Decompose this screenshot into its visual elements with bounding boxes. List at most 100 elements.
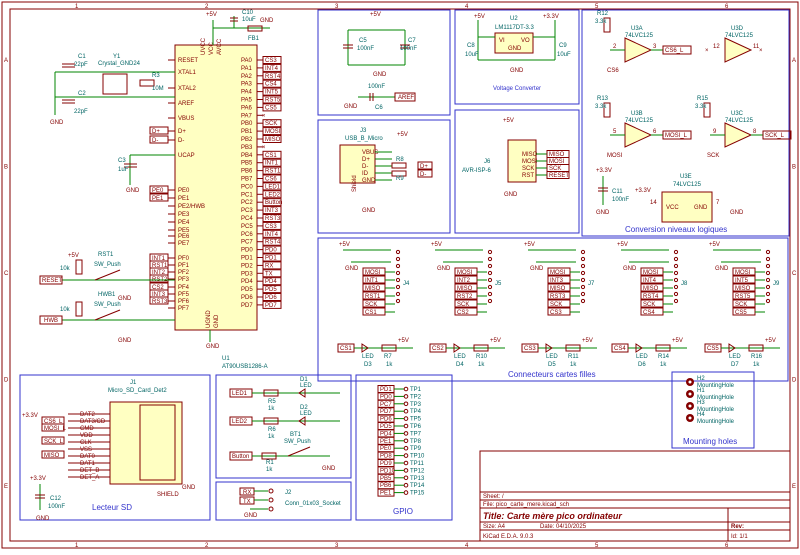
- c9-val: 10uF: [557, 52, 571, 58]
- mcu-left-label: RST1: [152, 263, 168, 269]
- mounting-hole-center: [688, 416, 692, 420]
- connector-gnd: GND: [345, 266, 359, 272]
- led-val: LED: [454, 354, 466, 360]
- isp-pin-name: MISO: [522, 152, 538, 158]
- gnd-hwb: GND: [118, 338, 132, 344]
- mcu-right-pin-name: PD6: [241, 295, 253, 301]
- zone-row-right: B: [792, 165, 796, 171]
- zone-row-left: E: [4, 484, 8, 490]
- zone-col-bottom: 4: [465, 543, 469, 549]
- ui-led-net: LED1: [232, 391, 248, 397]
- u3e-ref: U3E: [680, 174, 692, 180]
- mcu-left-pin-name: PE1: [178, 196, 190, 202]
- mcu-right-label-box: [262, 277, 282, 286]
- mcu-right-label-box: [262, 71, 282, 80]
- connector-label: MOSI: [643, 270, 659, 276]
- gpio-tp: TP13: [410, 476, 425, 482]
- led-resistor: [655, 344, 671, 352]
- mcu-right-label-box: [262, 182, 282, 191]
- led-5v: +5V: [398, 338, 409, 344]
- c6-val: 100nF: [368, 84, 385, 90]
- mounting-ref: H1: [697, 388, 705, 394]
- led-symbol: [453, 343, 461, 353]
- sd-pin-name: CMD: [80, 426, 94, 432]
- ui-led-r-val: 1k: [268, 406, 275, 412]
- mcu-right-pin-name: PB4: [241, 153, 253, 159]
- mcu-right-label-box: [262, 214, 282, 222]
- gpio-tp: TP1: [410, 387, 422, 393]
- mcu-right-label-box: [262, 221, 282, 230]
- connector-ref: J4: [403, 281, 410, 287]
- connector-pin: [580, 263, 586, 269]
- connector-label: INT1: [365, 278, 379, 284]
- gpio-tp: TP5: [410, 417, 422, 423]
- buffer-ref: U3B: [631, 111, 643, 117]
- mcu-left-pin-name: PE7: [178, 241, 190, 247]
- gpio-tp: TP14: [410, 483, 425, 489]
- buffer-gate: [724, 122, 753, 148]
- buffer-pin-out: 6: [653, 129, 657, 135]
- tb-id: Id: 1/1: [731, 534, 748, 540]
- mcu-right-label: PD0: [265, 248, 277, 254]
- connector-pin: [580, 256, 586, 262]
- connector-pin: [765, 298, 771, 304]
- connector-pin: [487, 298, 493, 304]
- gpio-label: PC7: [380, 402, 392, 408]
- connector-pin: [580, 270, 586, 276]
- mcu-pins: RESETXTAL1XTAL2AREFVBUSD+D+D-D-UCAPPE0PE…: [149, 37, 282, 328]
- sd-body: [109, 401, 183, 485]
- led-symbol: [728, 343, 736, 353]
- gpio-testpoint: [403, 431, 409, 436]
- zone-row-left: B: [4, 165, 8, 171]
- gpio-label: PD10: [380, 468, 396, 474]
- connector-pin: [487, 249, 493, 255]
- gnd-rst: GND: [118, 296, 132, 302]
- mcu-left-label: D+: [152, 129, 160, 135]
- mcu-left-pin-name: PE4: [178, 220, 190, 226]
- connector-gnd: GND: [623, 266, 637, 272]
- buffer-pin-in: 12: [713, 44, 720, 50]
- mounting-holes: H2MountingHoleH1MountingHoleH3MountingHo…: [686, 376, 735, 425]
- mcu-right-pin-name: PA2: [241, 74, 253, 80]
- u3e-body: [661, 191, 713, 223]
- r8-ref: R8: [396, 157, 404, 163]
- zone-col-bottom: 6: [725, 543, 729, 549]
- buffer-r-val: 3.3k: [595, 19, 607, 25]
- connector-pin: [765, 249, 771, 255]
- sd-pin-name: DAT0: [80, 454, 96, 460]
- mcu-value: AT90USB1286-A: [222, 364, 268, 370]
- ui-led-ref: D1: [300, 377, 308, 383]
- mcu-right-pin-name: PC0: [241, 184, 253, 190]
- mounting-hole-center: [688, 404, 692, 408]
- mcu-right-label: MOSI: [265, 129, 281, 135]
- mcu-right-label: LED1: [265, 184, 281, 190]
- mcu-right-label: SCK: [265, 121, 277, 127]
- gpio-tp: TP11: [410, 461, 425, 467]
- mcu-left-label-box: [149, 296, 169, 305]
- p5v-r4: +5V: [68, 253, 79, 259]
- mcu-left-pin-name: PE6: [178, 234, 190, 240]
- led-r-val: 1k: [753, 362, 760, 368]
- led-resistor: [565, 344, 581, 352]
- mcu-right-pin-name: PD2: [241, 263, 253, 269]
- connector-pin: [580, 291, 586, 297]
- mcu-left-pin-name: VBUS: [178, 116, 194, 122]
- mcu-right-pin-name: PD7: [241, 303, 253, 309]
- led-r-val: 1k: [570, 362, 577, 368]
- buffer-in-label: MOSI: [607, 153, 623, 159]
- mcu-right-pin-name: PB6: [241, 169, 253, 175]
- mcu-right-pin-name: PB2: [241, 137, 253, 143]
- buffer-pin-out: 11: [753, 44, 760, 50]
- led-ref: D7: [731, 362, 739, 368]
- connector-label: INT3: [550, 278, 564, 284]
- mcu-right-pin-name: PD3: [241, 271, 253, 277]
- gpio-tp: TP3: [410, 402, 422, 408]
- zone-col-top: 1: [75, 4, 79, 10]
- gpio-tp: TP12: [410, 468, 425, 474]
- r9-ref: R9: [396, 176, 404, 182]
- sd-pin-name: DAT1: [80, 461, 96, 467]
- c8-ref: C8: [467, 43, 475, 49]
- mcu-right-label-box: [262, 103, 282, 112]
